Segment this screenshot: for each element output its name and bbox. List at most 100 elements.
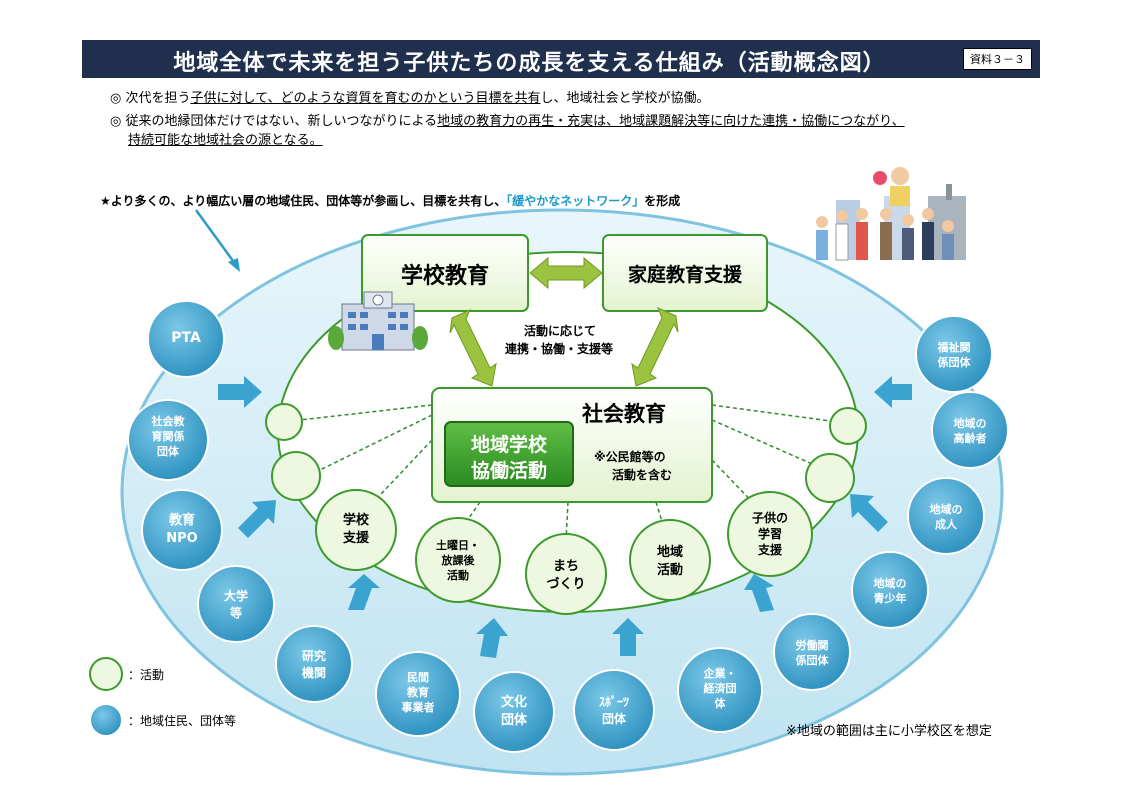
bullet-mark: ◎ [110,114,122,129]
title-bar: 地域全体で未来を担う子供たちの成長を支える仕組み（活動概念図） 資料３－３ [82,40,1040,78]
resident-text: 育関係 [151,430,185,443]
resident-label-research: 研究機関 [276,648,352,682]
resident-text: 教育 [407,686,429,699]
resident-text: 経済団 [703,682,737,695]
legend-activity-label: ：活動 [128,668,165,682]
double-arrow-left [449,309,497,387]
resident-text: 地域の [953,417,987,430]
resident-text: 体 [714,697,726,710]
blue-arrows [218,376,912,658]
family-education-label: 家庭教育支援 [627,264,742,286]
bullet-underlined-text: 持続可能な地域社会の源となる。 [128,133,323,148]
resident-text: 機関 [301,666,326,680]
resident-label-business: 企業・経済団体 [682,666,758,711]
resident-text: 文化 [500,695,527,710]
link-label-line2: 連携・協働・支援等 [504,342,613,356]
legend-resident-symbol [89,703,123,737]
double-arrow-horizontal [529,256,603,290]
collaboration-label-line1: 地域学校 [470,434,547,456]
resident-text: 成人 [935,518,957,531]
resident-text: 高齢者 [953,432,987,445]
arrow-in-1 [218,376,262,408]
resident-text: 民間 [407,671,429,684]
school-education-label: 学校教育 [400,264,489,289]
collaboration-label-line2: 協働活動 [470,460,547,482]
activity-text: 土曜日・ [436,539,480,552]
resident-text: 団体 [157,445,179,458]
resident-text: 地域の [873,577,907,590]
legend-activity-symbol [89,657,123,691]
network-note-highlight: 「緩やかなネットワーク」 [506,194,645,208]
resident-text: 事業者 [401,701,435,714]
activity-text: 地域 [656,545,683,560]
network-note: ★より多くの、より幅広い層の地域住民、団体等が参画し、目標を共有し、「緩やかなネ… [100,192,680,209]
social-education-label: 社会教育 [582,402,666,426]
resident-text: 団体 [601,712,626,726]
activity-text: 子供の [751,511,788,525]
activity-text: 学習 [757,527,782,541]
pointer-line [194,209,238,266]
activity-text: 活動 [656,563,683,578]
resident-label-culture: 文化団体 [476,694,552,730]
resident-label-elderly: 地域の高齢者 [932,416,1008,446]
bullet-text: 従来の地縁団体だけではない、新しいつながりによる [125,114,438,129]
arrow-in-3 [348,574,380,610]
green-arrows [449,256,679,387]
activity-label-school-support: 学校支援 [316,512,396,548]
document-tag: 資料３－３ [963,48,1032,70]
bullet-underlined-text: 子供に対して、どのような資質を育むのかという目標を共有 [190,91,541,106]
bullet-2: ◎ 従来の地縁団体だけではない、新しいつながりによる地域の教育力の再生・充実は、… [110,113,905,131]
resident-label-university: 大学等 [198,588,274,622]
network-note-text: ★より多くの、より幅広い層の地域住民、団体等が参画し、目標を共有し、 [100,194,507,208]
activity-label-after-school: 土曜日・放課後活動 [416,538,500,583]
resident-text: 大学 [223,589,248,603]
activity-circle [727,491,813,577]
resident-label-welfare: 福祉関係団体 [916,340,992,370]
legend-resident-label: ：地域住民、団体等 [128,714,237,728]
activity-text: 支援 [342,531,369,546]
bullet-text: し、地域社会と学校が協働。 [540,91,710,106]
resident-label-labor: 労働関係団体 [774,638,850,668]
double-arrow-right [631,307,679,387]
arrow-in-2 [238,500,276,538]
activity-label-town-building: まちづくり [526,558,606,594]
activity-circle-empty [265,403,303,441]
bullet-underlined-text: 地域の教育力の再生・充実は、地域課題解決等に向けた連携・協働につながり、 [437,114,905,129]
resident-text: 地域の [929,503,963,516]
resident-text: 企業・ [703,667,737,680]
bullet-1: ◎ 次代を担う子供に対して、どのような資質を育むのかという目標を共有し、地域社会… [110,90,709,108]
network-note-text: を形成 [644,194,681,208]
link-label-line1: 活動に応じて [523,324,596,338]
activity-text: づくり [546,577,586,592]
community-people-icon [816,167,966,261]
resident-text: PTA [171,330,201,346]
scope-note: ※地域の範囲は主に小学校区を想定 [786,724,992,739]
resident-label-youth: 地域の青少年 [852,576,928,606]
resident-text: 等 [229,606,242,620]
resident-label-private-edu: 民間教育事業者 [380,670,456,715]
resident-text: 団体 [500,713,527,728]
arrow-in-7 [850,494,888,532]
bullet-2-line2: 持続可能な地域社会の源となる。 [128,132,323,150]
activity-circle-empty [829,407,867,445]
collaboration-activity-box [444,421,574,487]
resident-text: 係団体 [937,356,971,369]
resident-circles [127,300,1009,753]
family-education-box [602,234,768,312]
activity-text: まち [552,559,579,574]
activity-text: 学校 [342,513,369,528]
arrow-in-6 [744,574,774,612]
activity-text: 活動 [447,569,469,582]
school-education-box [361,234,529,312]
activity-label-community: 地域活動 [630,544,710,580]
activity-text: 放課後 [441,554,475,567]
school-building-icon [328,291,428,351]
resident-text: ｽﾎﾟｰﾂ [598,695,629,709]
resident-text: 労働関 [795,639,829,652]
resident-text: 研究 [301,649,326,663]
activity-circle [315,489,397,571]
activity-circle-empty [271,451,321,501]
resident-text: 係団体 [795,654,829,667]
activity-circle [525,533,607,615]
